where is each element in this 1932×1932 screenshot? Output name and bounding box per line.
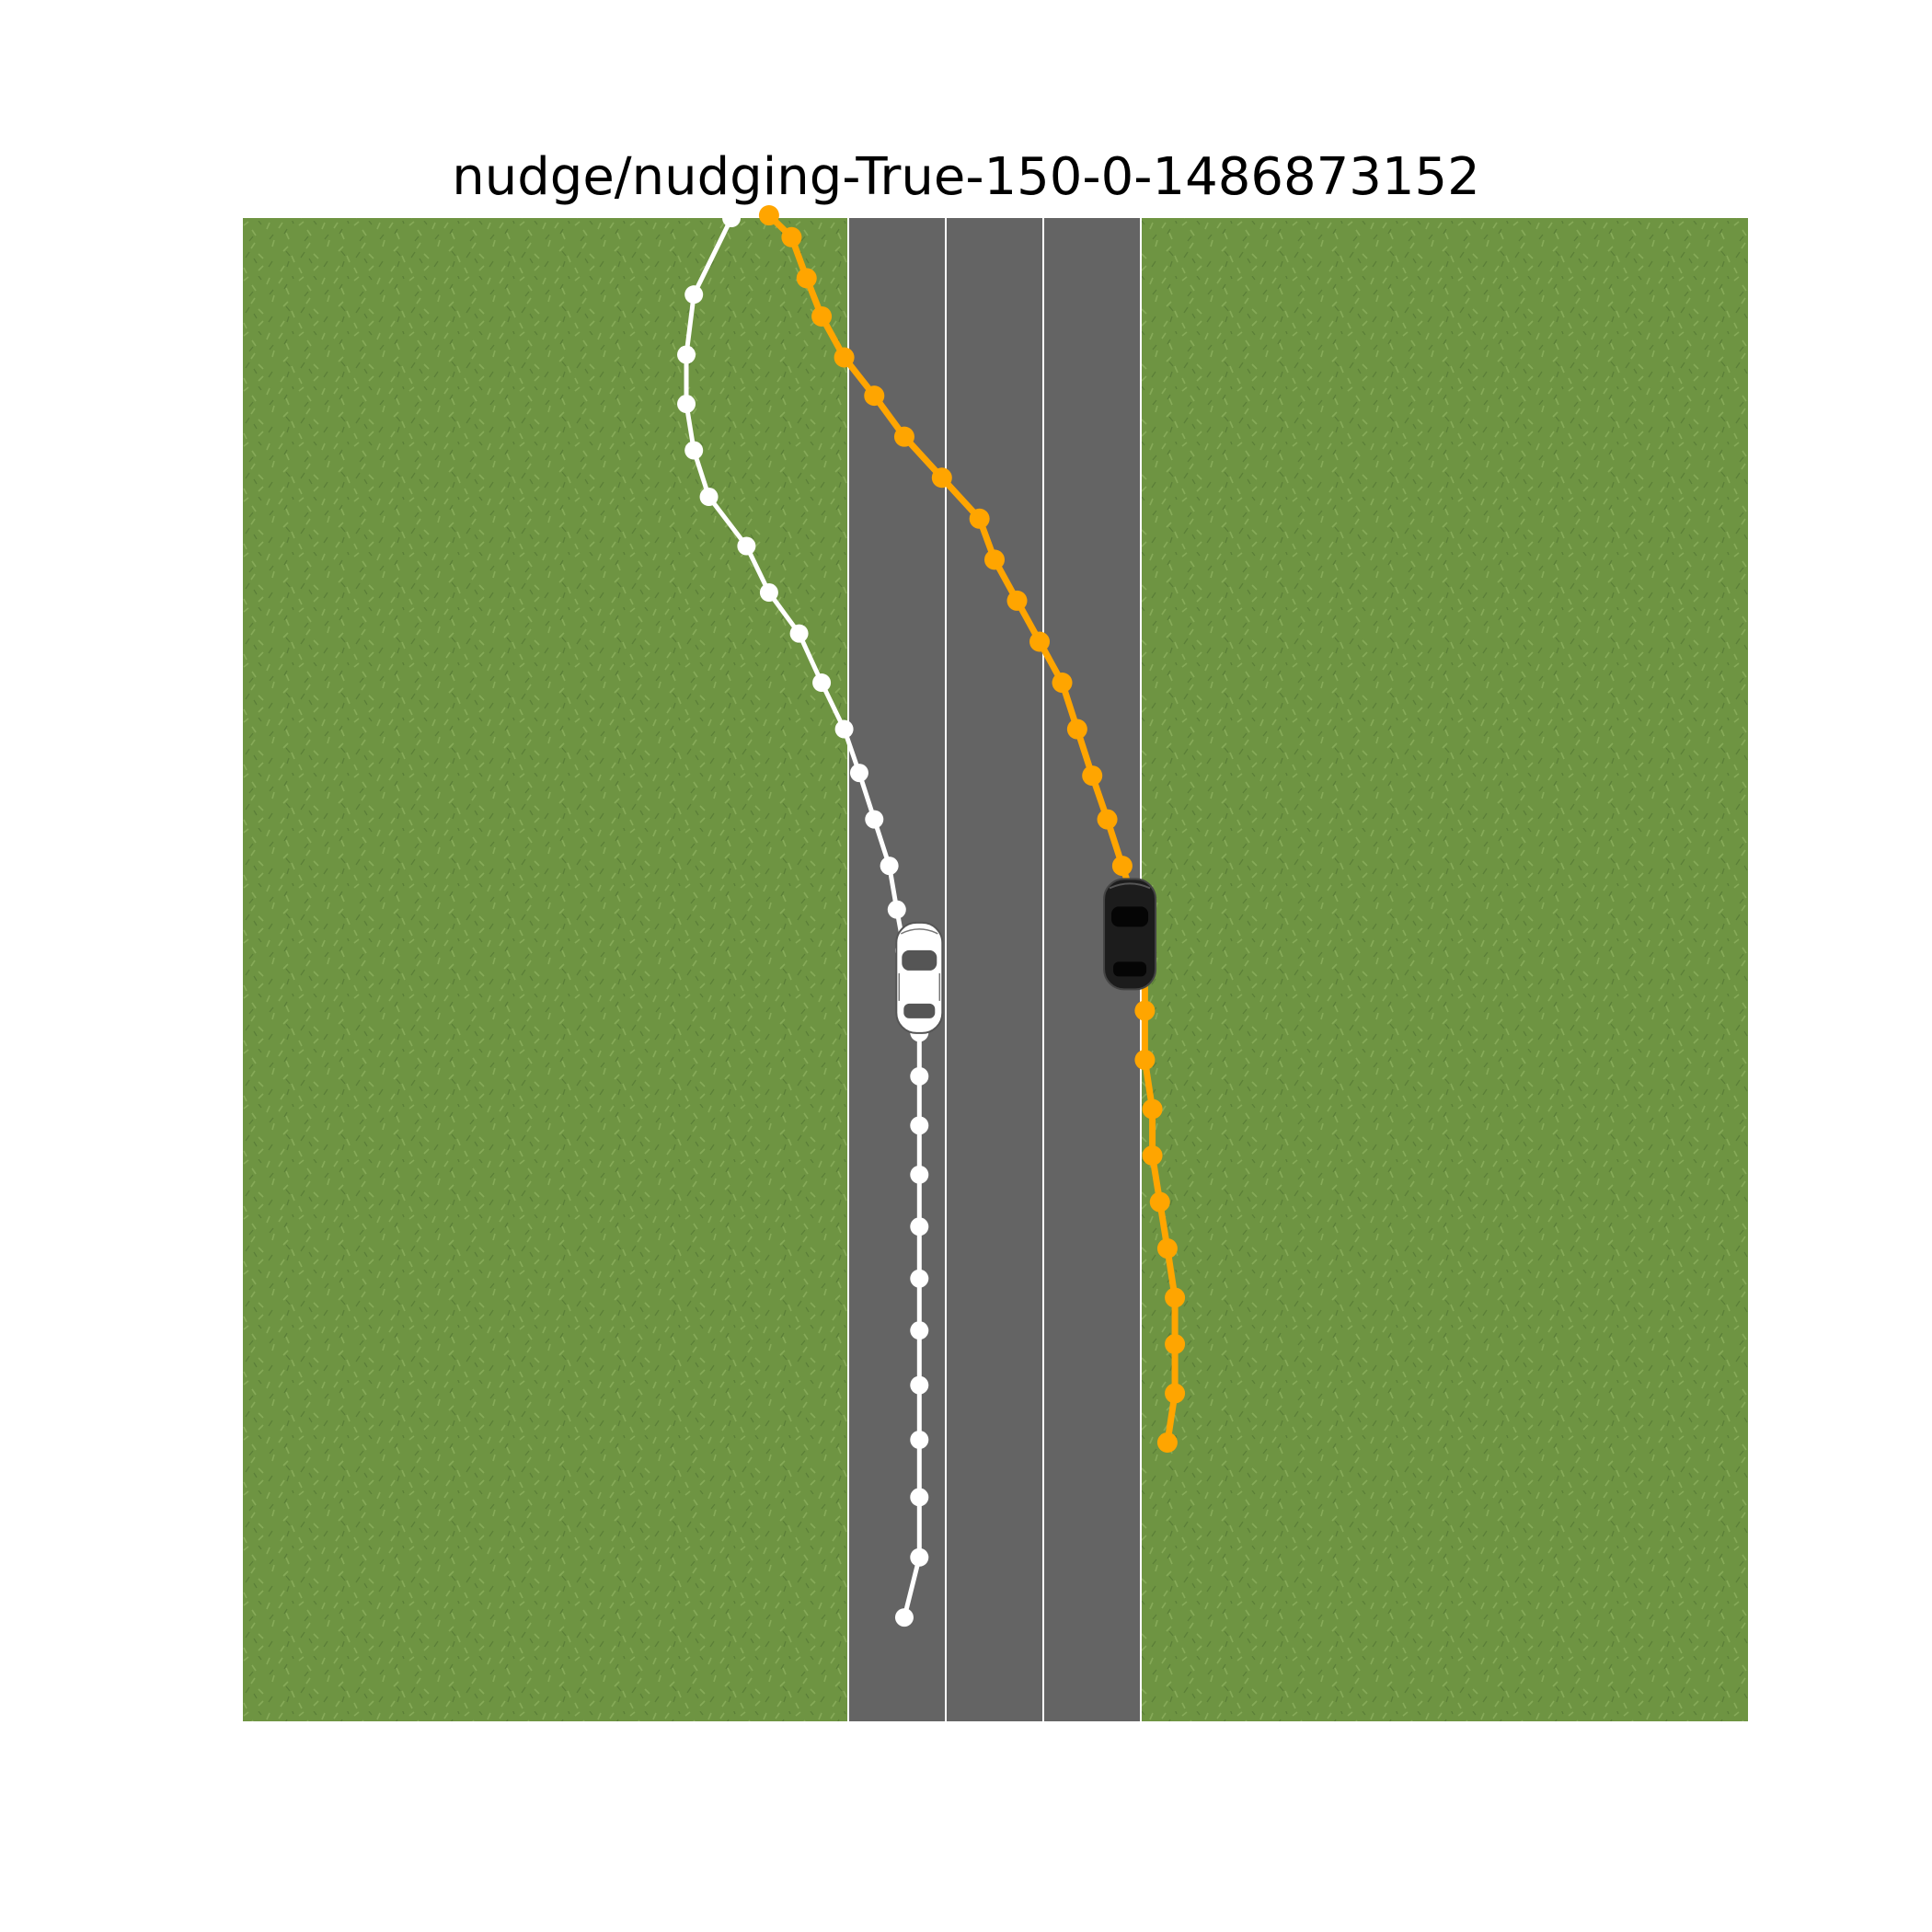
road [848, 218, 1141, 1721]
white-trajectory-point [849, 764, 868, 783]
orange-trajectory-point [1156, 1432, 1178, 1453]
white-trajectory-point [910, 1321, 929, 1340]
white-trajectory-point [684, 285, 704, 305]
orange-trajectory-point [1165, 1287, 1186, 1308]
figure-title: nudge/nudging-True-150-0-1486873152 [452, 147, 1480, 207]
orange-trajectory-point [1134, 1050, 1156, 1071]
white-trajectory-point [865, 810, 884, 829]
white-trajectory-point [722, 209, 742, 227]
white-trajectory-point [880, 857, 899, 876]
white-trajectory-point [910, 1165, 929, 1184]
orange-trajectory-point [758, 205, 779, 226]
white-trajectory-point [910, 1217, 929, 1236]
white-trajectory-point [812, 673, 832, 693]
human-car [895, 921, 944, 1034]
white-trajectory-point [910, 1116, 929, 1135]
white-trajectory-point [699, 488, 719, 507]
orange-trajectory-point [1156, 1238, 1178, 1259]
white-trajectory-point [759, 583, 778, 603]
white-trajectory-point [910, 1547, 929, 1567]
robot-car-windshield [1111, 906, 1149, 927]
orange-trajectory-point [969, 508, 990, 529]
white-trajectory-point [834, 719, 854, 739]
human-car-windshield [902, 949, 937, 971]
orange-trajectory-point [1097, 809, 1118, 830]
white-trajectory-point [910, 1066, 929, 1086]
orange-trajectory-point [1111, 856, 1133, 877]
human-car-outline [898, 928, 941, 1001]
orange-trajectory-point [1082, 765, 1103, 787]
grass-right [1141, 218, 1748, 1721]
robot-car [1103, 878, 1157, 991]
orange-trajectory-point [1029, 631, 1051, 652]
orange-trajectory-point [781, 226, 802, 247]
orange-trajectory-point [1142, 1145, 1163, 1167]
white-trajectory-point [737, 536, 756, 556]
white-trajectory-point [789, 624, 809, 643]
orange-trajectory-point [984, 549, 1005, 570]
orange-trajectory-point [931, 467, 952, 489]
orange-trajectory-point [1165, 1383, 1186, 1404]
orange-trajectory-point [1134, 1000, 1156, 1021]
trajectories [677, 205, 1186, 1627]
orange-trajectory-point [811, 305, 833, 327]
robot-car-body [1103, 878, 1157, 991]
robot-car-highlight [1109, 882, 1151, 890]
white-trajectory-point [910, 1430, 929, 1449]
white-trajectory-point [894, 1608, 914, 1627]
orange-trajectory-point [1052, 673, 1073, 694]
white-trajectory-point [887, 900, 906, 919]
orange-trajectory-point [834, 347, 855, 368]
orange-trajectory-point [1066, 719, 1087, 740]
grass-left [243, 218, 850, 1721]
orange-trajectory-point [1142, 1098, 1163, 1120]
orange-trajectory-point [1165, 1334, 1186, 1355]
white-trajectory-point [910, 1488, 929, 1507]
robot-car-rear-window [1113, 961, 1147, 977]
white-trajectory-point [910, 1269, 929, 1288]
white-trajectory-point [677, 345, 696, 364]
orange-trajectory-point [893, 426, 914, 447]
orange-trajectory-point [864, 385, 885, 407]
orange-trajectory-point [796, 268, 817, 289]
white-trajectory-point [677, 395, 696, 414]
orange-trajectory-point [1149, 1191, 1170, 1213]
white-trajectory-point [910, 1375, 929, 1395]
orange-trajectory-point [1006, 590, 1028, 611]
human-car-rear-window [903, 1003, 936, 1018]
white-trajectory-point [684, 441, 704, 460]
